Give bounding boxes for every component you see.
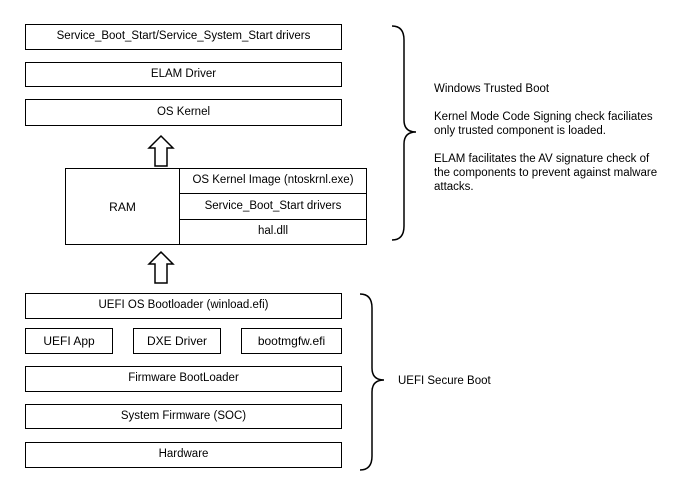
ram-row-label: Service_Boot_Start drivers [204, 199, 342, 212]
trusted-boot-brace [391, 25, 417, 241]
os-kernel-label: OS Kernel [156, 105, 211, 118]
secure-boot-brace [359, 293, 385, 471]
up-arrow-icon [147, 250, 175, 284]
elam-driver-label: ELAM Driver [150, 67, 217, 80]
uefi-app-label: UEFI App [43, 334, 95, 348]
secure-boot-title: UEFI Secure Boot [398, 375, 491, 387]
dxe-driver-box: DXE Driver [133, 328, 221, 354]
elam-note-line: attacks. [434, 181, 474, 193]
system-firmware-label: System Firmware (SOC) [120, 409, 247, 422]
kmcs-note-line: only trusted component is loaded. [434, 125, 606, 137]
ram-label-cell: RAM [66, 169, 180, 244]
hardware-box: Hardware [25, 442, 342, 468]
bootmgfw-label: bootmgfw.efi [257, 334, 326, 348]
elam-driver-box: ELAM Driver [25, 62, 342, 87]
trusted-boot-title: Windows Trusted Boot [434, 83, 550, 95]
hardware-label: Hardware [158, 448, 209, 461]
ram-label: RAM [109, 199, 136, 214]
ram-row-hal: hal.dll [180, 220, 366, 244]
os-bootloader-label: UEFI OS Bootloader (winload.efi) [98, 299, 269, 312]
firmware-bootloader-label: Firmware BootLoader [128, 372, 239, 385]
os-bootloader-box: UEFI OS Bootloader (winload.efi) [25, 293, 342, 319]
ram-row-label: hal.dll [257, 225, 289, 238]
service-drivers-box: Service_Boot_Start/Service_System_Start … [25, 24, 342, 50]
elam-note-line: the components to prevent against malwar… [434, 167, 658, 179]
bootmgfw-box: bootmgfw.efi [241, 328, 342, 354]
dxe-driver-label: DXE Driver [146, 334, 207, 348]
system-firmware-box: System Firmware (SOC) [25, 404, 342, 429]
ram-row-kernel-image: OS Kernel Image (ntoskrnl.exe) [180, 169, 366, 195]
uefi-app-box: UEFI App [25, 328, 113, 354]
firmware-bootloader-box: Firmware BootLoader [25, 366, 342, 392]
ram-row-label: OS Kernel Image (ntoskrnl.exe) [192, 174, 354, 187]
ram-box: RAM OS Kernel Image (ntoskrnl.exe) Servi… [65, 168, 367, 245]
os-kernel-box: OS Kernel [25, 99, 342, 126]
trusted-boot-annotation: Windows Trusted Boot Kernel Mode Code Si… [434, 82, 684, 194]
kmcs-note-line: Kernel Mode Code Signing check faciliate… [434, 111, 653, 123]
ram-contents: OS Kernel Image (ntoskrnl.exe) Service_B… [180, 169, 366, 244]
service-drivers-label: Service_Boot_Start/Service_System_Start … [56, 30, 311, 43]
elam-note-line: ELAM facilitates the AV signature check … [434, 153, 650, 165]
up-arrow-icon [147, 134, 175, 167]
ram-row-service-drivers: Service_Boot_Start drivers [180, 194, 366, 220]
